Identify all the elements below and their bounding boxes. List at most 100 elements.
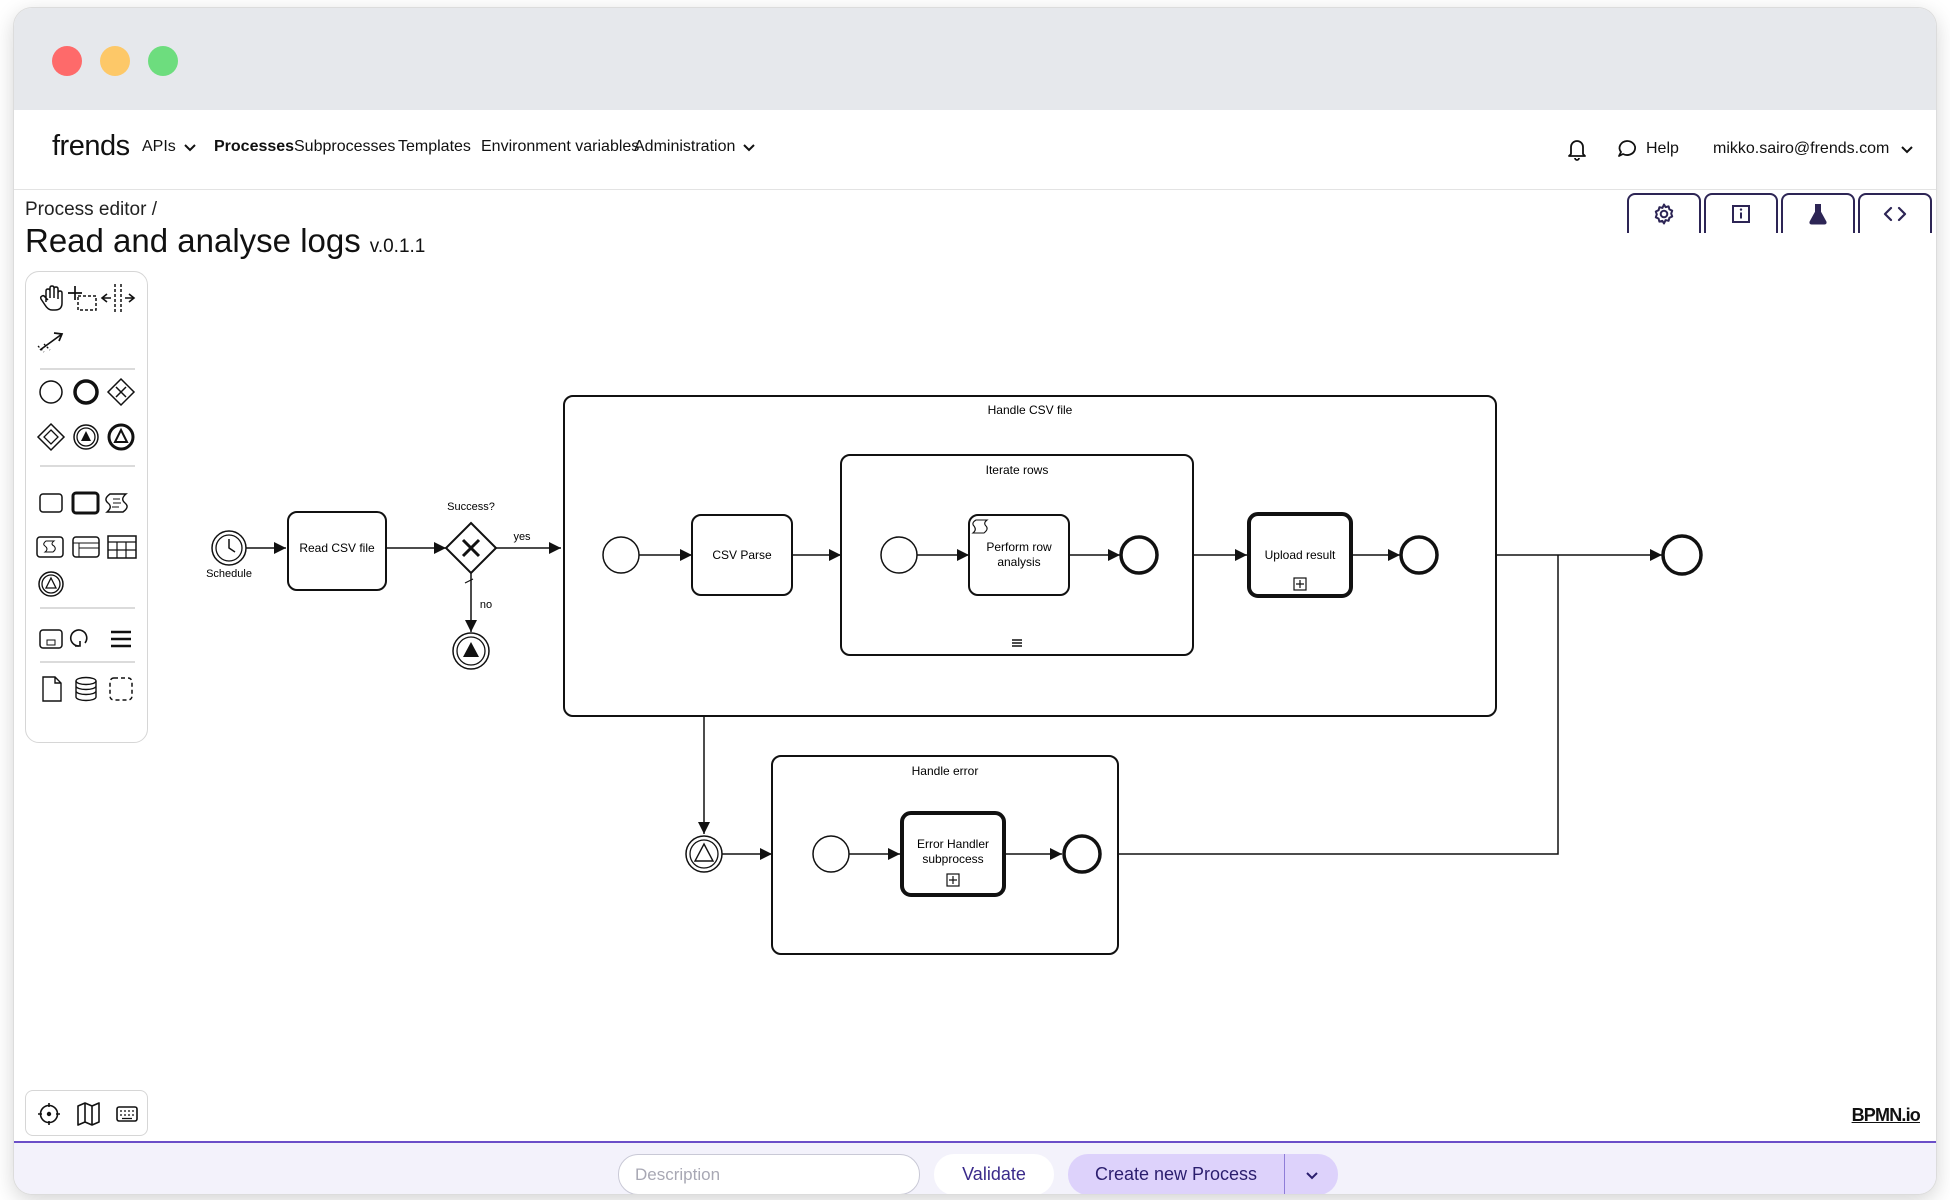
close-window-button[interactable] bbox=[52, 46, 82, 76]
tab-test[interactable] bbox=[1781, 193, 1855, 233]
success-gateway[interactable] bbox=[444, 521, 498, 575]
loop-icon[interactable] bbox=[69, 629, 88, 647]
chevron-down-icon bbox=[1901, 146, 1914, 154]
nav-subprocesses-label: Subprocesses bbox=[294, 138, 396, 155]
perform-row-analysis-task[interactable]: Perform row analysis bbox=[968, 514, 1070, 596]
default-flow-marker bbox=[464, 578, 474, 584]
page-title: Read and analyse logs v.0.1.1 bbox=[25, 222, 425, 260]
read-csv-task[interactable]: Read CSV file bbox=[287, 511, 387, 591]
breadcrumb[interactable]: Process editor / bbox=[25, 199, 157, 220]
handle-csv-label: Handle CSV file bbox=[988, 403, 1073, 417]
error-handler-label-line2: subprocess bbox=[922, 852, 983, 866]
create-process-button[interactable]: Create new Process bbox=[1068, 1154, 1284, 1194]
error-handler-subprocess[interactable]: Error Handler subprocess bbox=[900, 811, 1006, 897]
handle-error-subprocess[interactable]: Handle error bbox=[771, 755, 1119, 955]
upload-result-subprocess[interactable]: Upload result bbox=[1247, 512, 1353, 598]
nav-apis[interactable]: APIs bbox=[142, 138, 198, 156]
start-timer-event[interactable] bbox=[211, 530, 247, 566]
nav-processes[interactable]: Processes bbox=[214, 138, 294, 156]
bpmn-canvas[interactable]: Schedule Read CSV file Success? yes no H… bbox=[14, 8, 1936, 1194]
app-window: frends APIs Processes Subprocesses Templ… bbox=[14, 8, 1936, 1194]
csv-start-event[interactable] bbox=[602, 536, 640, 574]
map-icon[interactable] bbox=[77, 1102, 100, 1126]
process-end-event[interactable] bbox=[1661, 534, 1703, 576]
gateway-tool-icon[interactable] bbox=[106, 377, 136, 407]
error-merge-flow[interactable] bbox=[1118, 555, 1559, 855]
validate-button[interactable]: Validate bbox=[934, 1154, 1054, 1194]
csv-parse-task[interactable]: CSV Parse bbox=[691, 514, 793, 596]
nav-templates-label: Templates bbox=[398, 138, 471, 155]
right-panel-tabs bbox=[1627, 193, 1932, 233]
intermediate-event-icon[interactable] bbox=[73, 424, 99, 450]
space-tool-icon[interactable] bbox=[100, 284, 136, 312]
connect-tool-icon[interactable] bbox=[37, 332, 64, 353]
frends-logo[interactable]: frends bbox=[52, 130, 130, 162]
user-email: mikko.sairo@frends.com bbox=[1713, 140, 1890, 157]
nav-administration[interactable]: Administration bbox=[634, 138, 757, 156]
expand-icon[interactable] bbox=[1293, 577, 1307, 591]
expand-icon[interactable] bbox=[946, 873, 960, 887]
throw-event-icon[interactable] bbox=[107, 423, 135, 451]
data-store-icon[interactable] bbox=[75, 676, 97, 702]
signal-end-event[interactable] bbox=[452, 632, 490, 670]
keyboard-icon[interactable] bbox=[116, 1106, 138, 1122]
start-event-label: Schedule bbox=[206, 568, 252, 580]
iterate-end-event[interactable] bbox=[1119, 535, 1159, 575]
chevron-down-icon bbox=[184, 144, 196, 152]
start-event-icon[interactable] bbox=[39, 380, 63, 404]
help-button[interactable]: Help bbox=[1616, 132, 1679, 166]
canvas-tools bbox=[25, 1090, 148, 1136]
table-task-icon[interactable] bbox=[72, 536, 100, 558]
maximize-window-button[interactable] bbox=[148, 46, 178, 76]
csv-end-event[interactable] bbox=[1399, 535, 1439, 575]
info-icon bbox=[1732, 205, 1750, 223]
error-handler-label-line1: Error Handler bbox=[917, 837, 989, 851]
nav-environment-variables[interactable]: Environment variables bbox=[481, 138, 639, 156]
window-titlebar bbox=[14, 8, 1936, 110]
notifications-button[interactable] bbox=[1566, 132, 1588, 166]
bpmn-io-logo[interactable]: BPMN.io bbox=[1851, 1105, 1921, 1125]
nav-processes-label: Processes bbox=[214, 138, 295, 155]
end-event-icon[interactable] bbox=[73, 379, 99, 405]
tab-settings[interactable] bbox=[1627, 193, 1701, 233]
csv-parse-label: CSV Parse bbox=[712, 548, 772, 562]
signal-start-event[interactable] bbox=[685, 835, 723, 873]
process-version: v.0.1.1 bbox=[369, 236, 426, 257]
intermediate-gateway-icon[interactable] bbox=[36, 422, 66, 452]
group-icon[interactable] bbox=[109, 677, 133, 701]
table-icon[interactable] bbox=[107, 535, 137, 559]
iterate-start-event[interactable] bbox=[880, 536, 918, 574]
nav-administration-label: Administration bbox=[634, 138, 736, 155]
tab-info[interactable] bbox=[1704, 193, 1778, 233]
create-options-button[interactable] bbox=[1284, 1154, 1338, 1194]
task-icon[interactable] bbox=[39, 493, 63, 513]
script-subprocess-icon[interactable] bbox=[36, 536, 64, 558]
script-task-icon[interactable] bbox=[105, 493, 128, 513]
yes-label: yes bbox=[513, 531, 531, 543]
nav-subprocesses[interactable]: Subprocesses bbox=[294, 138, 395, 156]
nav-apis-label: APIs bbox=[142, 138, 176, 155]
minimize-window-button[interactable] bbox=[100, 46, 130, 76]
signal-event-icon[interactable] bbox=[38, 571, 64, 597]
description-input[interactable] bbox=[618, 1154, 920, 1194]
call-activity-icon[interactable] bbox=[39, 629, 63, 649]
subprocess-icon[interactable] bbox=[71, 491, 100, 515]
footer-bar: Validate Create new Process bbox=[14, 1141, 1936, 1194]
parallel-multi-icon[interactable] bbox=[111, 630, 131, 648]
data-object-icon[interactable] bbox=[42, 676, 62, 702]
handle-csv-subprocess[interactable]: Handle CSV file bbox=[563, 395, 1497, 717]
chat-bubble-icon bbox=[1618, 140, 1636, 157]
tab-code[interactable] bbox=[1858, 193, 1932, 233]
nav-templates[interactable]: Templates bbox=[398, 138, 471, 156]
help-label: Help bbox=[1646, 140, 1679, 157]
error-start-event[interactable] bbox=[812, 835, 850, 873]
script-icon bbox=[971, 519, 989, 534]
bell-icon bbox=[1568, 140, 1586, 161]
crosshair-icon[interactable] bbox=[38, 1103, 60, 1125]
user-menu[interactable]: mikko.sairo@frends.com bbox=[1713, 132, 1915, 166]
hand-tool-icon[interactable] bbox=[39, 285, 63, 311]
flask-icon bbox=[1809, 204, 1827, 225]
error-end-event[interactable] bbox=[1062, 834, 1102, 874]
perform-row-label-line1: Perform row bbox=[986, 540, 1052, 554]
lasso-tool-icon[interactable] bbox=[68, 286, 97, 311]
